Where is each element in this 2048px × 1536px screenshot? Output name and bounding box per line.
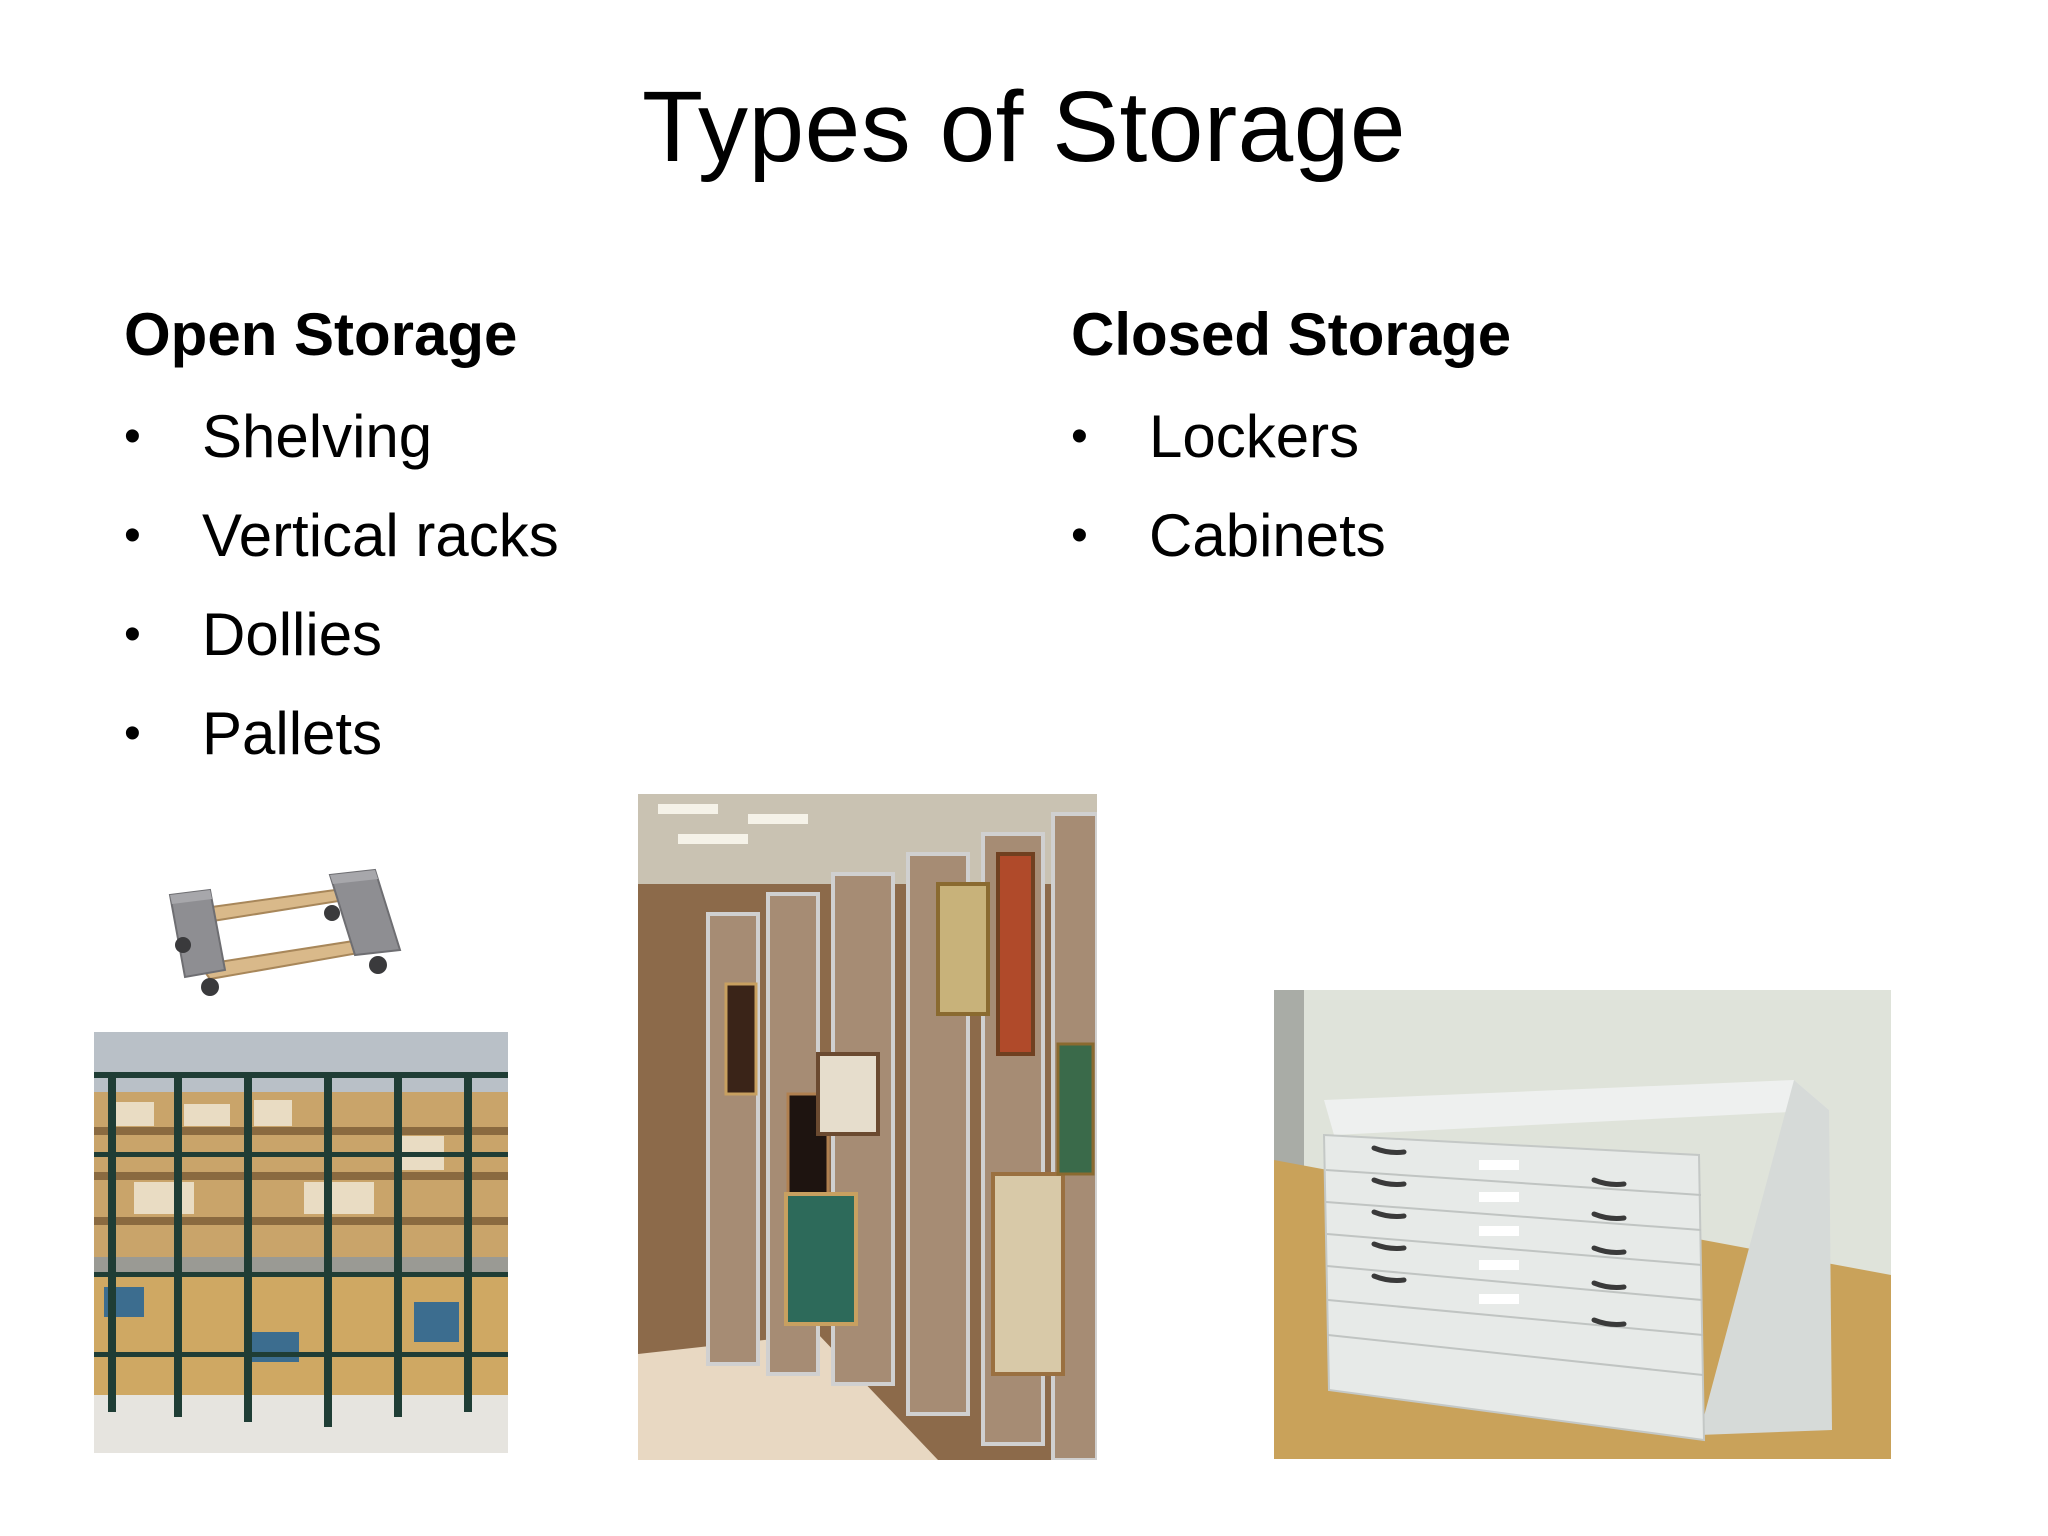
open-storage-heading: Open Storage [124,301,518,368]
dolly-image [150,855,440,1005]
bullet-icon: • [1071,410,1088,463]
list-item: • Vertical racks [124,501,924,571]
list-item-label: Vertical racks [202,502,559,569]
flat-file-cabinet-image [1274,990,1891,1459]
open-storage-list: • Shelving • Vertical racks • Dollies • Pall… [124,402,924,769]
bullet-icon: • [124,509,141,562]
list-item: • Shelving [124,402,924,472]
list-item-label: Pallets [202,700,383,767]
list-item-label: Dollies [202,601,383,668]
closed-storage-column: Closed Storage • Lockers • Cabinets [1071,300,1871,600]
list-item: • Dollies [124,600,924,670]
bullet-icon: • [124,608,141,661]
closed-storage-heading: Closed Storage [1071,301,1512,368]
list-item: • Pallets [124,699,924,769]
list-item-label: Shelving [202,403,433,470]
vertical-racks-image [638,794,1097,1460]
slide-title: Types of Storage [641,71,1406,183]
bullet-icon: • [124,707,141,760]
closed-storage-list: • Lockers • Cabinets [1071,402,1871,571]
bullet-icon: • [124,410,141,463]
list-item-label: Lockers [1149,403,1360,470]
bullet-icon: • [1071,509,1088,562]
list-item: • Cabinets [1071,501,1871,571]
open-storage-column: Open Storage • Shelving • Vertical racks •… [124,300,924,798]
list-item: • Lockers [1071,402,1871,472]
warehouse-shelving-image [94,1032,508,1453]
list-item-label: Cabinets [1149,502,1386,569]
